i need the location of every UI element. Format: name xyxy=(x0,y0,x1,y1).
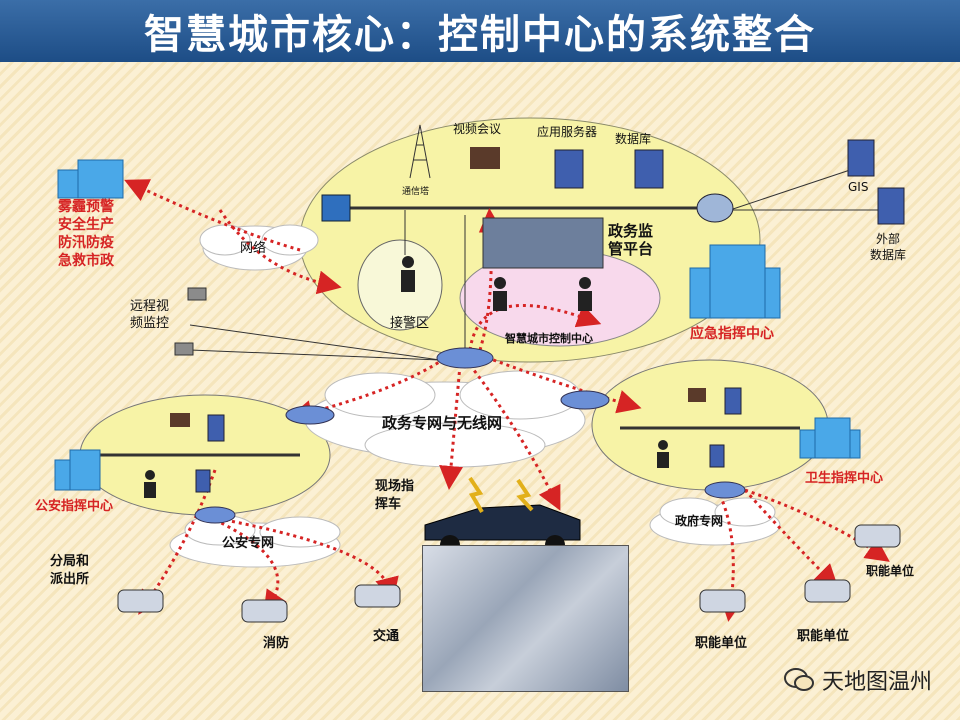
workstation-icon xyxy=(117,524,901,623)
gov-net-cloud xyxy=(649,497,781,546)
platform-screens xyxy=(482,217,604,269)
label-emergency-center: 应急指挥中心 xyxy=(690,326,774,342)
label-police-center: 公安指挥中心 xyxy=(35,499,114,514)
server-icon xyxy=(195,139,905,493)
label-health-center: 卫生指挥中心 xyxy=(805,471,884,486)
router xyxy=(194,347,746,524)
label-gis: GIS xyxy=(848,180,869,194)
lightning-icon xyxy=(468,476,484,514)
label-traffic: 交通 xyxy=(373,629,400,644)
label-gov-platform-1: 政务监 xyxy=(608,222,654,240)
reception-ellipse xyxy=(357,239,443,331)
lightning-icon xyxy=(516,478,534,512)
label-police-net: 公安专网 xyxy=(222,536,275,551)
label-reception: 接警区 xyxy=(390,316,430,331)
field-map-image xyxy=(422,545,629,692)
label-video-conf: 视频会议 xyxy=(453,122,502,136)
label-func-unit-b: 职能单位 xyxy=(797,629,850,644)
label-field-command: 现场指挥车 xyxy=(375,479,415,512)
building-icon xyxy=(54,159,861,491)
label-func-unit-c: 职能单位 xyxy=(866,564,915,578)
label-fire: 消防 xyxy=(263,636,290,651)
camera-icon xyxy=(174,287,207,356)
health-ellipse xyxy=(591,359,829,491)
firewall-icon xyxy=(321,194,351,222)
label-gov-net: 政府专网 xyxy=(675,514,724,528)
title-bar: 智慧城市核心：控制中心的系统整合 xyxy=(0,0,960,62)
label-control-center: 智慧城市控制中心 xyxy=(505,332,593,345)
watermark-text: 天地图温州 xyxy=(821,670,932,695)
switch-icon xyxy=(696,193,734,223)
wechat-icon xyxy=(783,668,814,691)
label-ext-db-1: 外部 xyxy=(876,232,901,246)
label-warning-list: 雾霾预警安全生产防汛防疫急救市政 xyxy=(58,199,114,269)
video-conference-icon xyxy=(170,147,706,427)
label-database: 数据库 xyxy=(615,132,652,146)
label-branch: 分局和派出所 xyxy=(50,554,90,587)
watermark: 天地图温州 xyxy=(783,664,932,696)
tower-icon xyxy=(409,124,431,179)
police-net-cloud xyxy=(169,514,341,568)
page-title: 智慧城市核心：控制中心的系统整合 xyxy=(144,11,816,58)
label-tower: 通信塔 xyxy=(402,187,430,197)
gov-wireless-cloud xyxy=(304,370,586,468)
label-app-server: 应用服务器 xyxy=(537,125,598,139)
label-func-unit-a: 职能单位 xyxy=(695,636,748,651)
label-ext-db-2: 数据库 xyxy=(870,248,907,262)
operator-icon xyxy=(144,256,669,498)
label-gov-wireless: 政务专网与无线网 xyxy=(382,414,503,432)
label-network: 网络 xyxy=(240,241,267,256)
label-remote-monitor: 远程视频监控 xyxy=(130,299,170,331)
label-gov-platform-2: 管平台 xyxy=(608,240,654,258)
